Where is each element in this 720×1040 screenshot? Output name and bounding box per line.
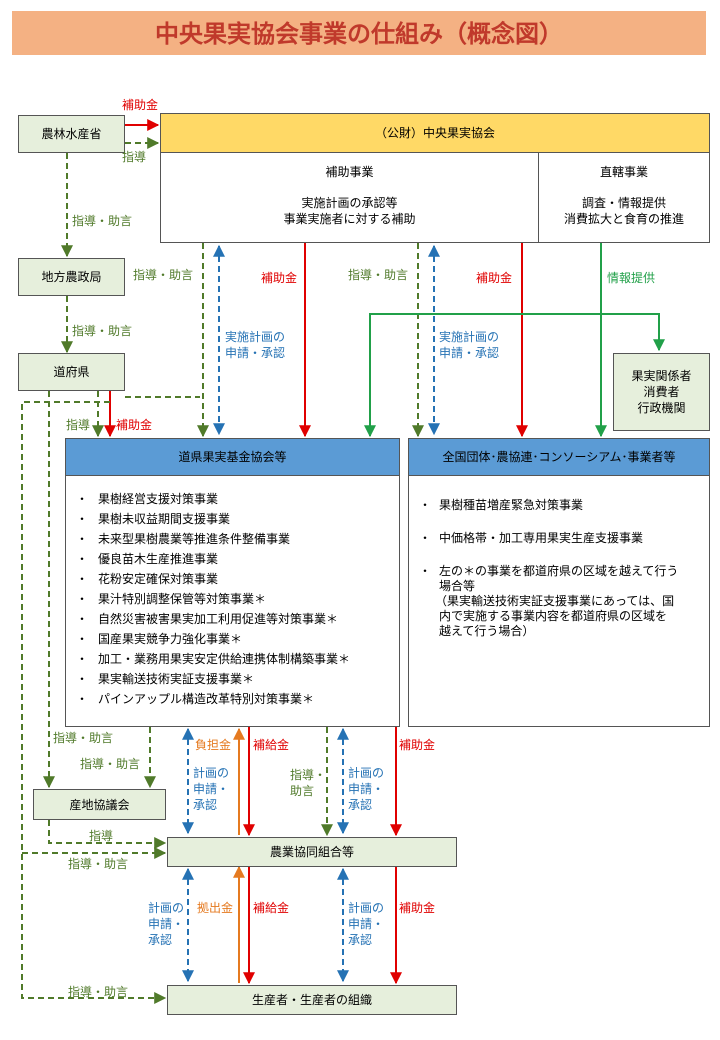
label-keikaku-upper-right-3: 承認: [348, 798, 373, 812]
label-keikaku-upper-left-3: 承認: [193, 798, 218, 812]
subsidy-section-line2: 事業実施者に対する補助: [283, 212, 416, 226]
subsidy-section-line1: 実施計画の承認等: [301, 196, 398, 210]
label-contribution: 拠出金: [197, 901, 234, 915]
label-subsidy-pref-fund: 補助金: [116, 418, 153, 432]
label-guidance-advice-central-left: 指導・助言: [133, 268, 194, 282]
pref-fund-item: 優良苗木生産推進事業: [74, 549, 350, 569]
label-keikaku-lower-left-2: 申請・: [148, 917, 185, 931]
label-guidance-advice-mid-2: 助言: [290, 784, 315, 798]
label-keikaku-upper-left-1: 計画の: [193, 766, 230, 780]
label-guidance-maff: 指導: [122, 150, 147, 164]
stakeholders-line3: 行政機関: [637, 401, 686, 415]
label-subsidy-lower-upper: 補助金: [399, 738, 436, 752]
label-guidance-advice-left-1: 指導・助言: [53, 731, 114, 745]
national-item-bullet-1: ・: [419, 498, 432, 512]
stakeholders-box: 果実関係者 消費者 行政機関: [613, 353, 710, 431]
label-keikaku-lower-left-3: 承認: [148, 933, 173, 947]
label-plan-left-2: 申請・承認: [225, 346, 286, 360]
label-plan-left-1: 実施計画の: [225, 330, 286, 344]
direct-section-line2: 消費拡大と食育の推進: [563, 212, 684, 226]
direct-section: 直轄事業 調査・情報提供 消費拡大と食育の推進: [538, 152, 710, 243]
stakeholders-line1: 果実関係者: [631, 369, 692, 383]
label-plan-right-2: 申請・承認: [439, 346, 500, 360]
label-guidance-advice-left-2: 指導・助言: [80, 757, 141, 771]
label-supply-upper: 補給金: [253, 738, 290, 752]
pref-fund-title: 道県果実基金協会等: [178, 450, 287, 464]
national-item-3-note3: 越えて行う場合）: [439, 624, 535, 638]
national-item-3-line1: 左の＊の事業を都道府県の区域を越えて行う: [439, 564, 679, 578]
national-item-bullet-3: ・: [419, 564, 432, 578]
label-keikaku-upper-left-2: 申請・: [193, 782, 230, 796]
direct-section-line1: 調査・情報提供: [581, 196, 666, 210]
pref-fund-item: パインアップル構造改革特別対策事業＊: [74, 689, 350, 709]
label-subsidy-maff: 補助金: [122, 98, 159, 112]
pref-fund-item: 未来型果樹農業等推進条件整備事業: [74, 529, 350, 549]
pref-fund-item: 国産果実競争力強化事業＊: [74, 629, 350, 649]
label-guidance-advice-producers: 指導・助言: [68, 985, 129, 999]
label-guidance-pref-fund: 指導: [66, 418, 91, 432]
central-title: （公財）中央果実協会: [374, 126, 495, 140]
pref-fund-header: 道県果実基金協会等: [65, 438, 400, 476]
coop-label: 農業協同組合等: [269, 845, 354, 859]
maff-box: 農林水産省: [18, 115, 125, 153]
pref-fund-item: 果樹経営支援対策事業: [74, 489, 350, 509]
pref-fund-item: 果実輸送技術実証支援事業＊: [74, 669, 350, 689]
page-title: 中央果実協会事業の仕組み（概念図）: [155, 20, 563, 48]
pref-fund-item: 果樹未収益期間支援事業: [74, 509, 350, 529]
stakeholders-line2: 消費者: [643, 385, 680, 399]
national-item-bullet-2: ・: [419, 531, 432, 545]
producers-box: 生産者・生産者の組織: [167, 985, 457, 1015]
label-supply-lower: 補給金: [253, 901, 290, 915]
national-item-1: 果樹種苗増産緊急対策事業: [439, 498, 584, 512]
label-burden: 負担金: [195, 738, 232, 752]
prefecture-box: 道府県: [18, 353, 125, 391]
label-keikaku-lower-left-1: 計画の: [148, 901, 185, 915]
central-header: （公財）中央果実協会: [160, 113, 710, 153]
label-keikaku-upper-right-2: 申請・: [348, 782, 385, 796]
title-banner: 中央果実協会事業の仕組み（概念図）: [12, 11, 706, 55]
national-item-3-note2: 内で実施する事業内容を都道府県の区域を: [439, 609, 668, 623]
producers-label: 生産者・生産者の組織: [251, 993, 372, 1007]
national-item-3-line2: 場合等: [439, 579, 476, 593]
national-title: 全国団体･農協連･コンソーシアム･事業者等: [442, 450, 676, 464]
prefecture-label: 道府県: [53, 365, 90, 379]
label-guidance-advice-mid-1: 指導・: [290, 768, 327, 782]
label-keikaku-upper-right-1: 計画の: [348, 766, 385, 780]
pref-fund-item: 果汁特別調整保管等対策事業＊: [74, 589, 350, 609]
maff-label: 農林水産省: [41, 127, 102, 141]
label-subsidy-central-left: 補助金: [261, 271, 298, 285]
pref-fund-item: 自然災害被害果実加工利用促進等対策事業＊: [74, 609, 350, 629]
pref-fund-body: 果樹経営支援対策事業果樹未収益期間支援事業未来型果樹農業等推進条件整備事業優良苗…: [65, 475, 400, 727]
coop-box: 農業協同組合等: [167, 837, 457, 867]
label-subsidy-lower: 補助金: [399, 901, 436, 915]
label-guidance-advice-pref: 指導・助言: [72, 324, 133, 338]
label-guidance-council: 指導: [89, 829, 114, 843]
label-guidance-advice-central-right: 指導・助言: [348, 268, 409, 282]
label-keikaku-lower-right-2: 申請・: [348, 917, 385, 931]
regional-bureau-label: 地方農政局: [41, 270, 102, 284]
label-guidance-advice-regional: 指導・助言: [72, 214, 133, 228]
national-item-3-note1: （果実輸送技術実証支援事業にあっては、国: [435, 594, 675, 608]
subsidy-section: 補助事業 実施計画の承認等 事業実施者に対する補助: [160, 152, 539, 243]
national-body: ・ 果樹種苗増産緊急対策事業 ・ 中価格帯・加工専用果実生産支援事業 ・ 左の＊…: [408, 475, 710, 727]
pref-fund-item: 加工・業務用果実安定供給連携体制構築事業＊: [74, 649, 350, 669]
label-keikaku-lower-right-1: 計画の: [348, 901, 385, 915]
national-item-2: 中価格帯・加工専用果実生産支援事業: [439, 531, 644, 545]
pref-fund-list: 果樹経営支援対策事業果樹未収益期間支援事業未来型果樹農業等推進条件整備事業優良苗…: [74, 489, 350, 709]
pref-fund-item: 花粉安定確保対策事業: [74, 569, 350, 589]
subsidy-section-title: 補助事業: [325, 165, 374, 179]
direct-section-title: 直轄事業: [599, 165, 648, 179]
label-info-provision: 情報提供: [607, 271, 656, 285]
label-subsidy-central-right: 補助金: [476, 271, 513, 285]
label-plan-right-1: 実施計画の: [439, 330, 500, 344]
local-council-box: 産地協議会: [33, 789, 166, 820]
regional-bureau-box: 地方農政局: [18, 258, 125, 296]
label-keikaku-lower-right-3: 承認: [348, 933, 373, 947]
label-guidance-advice-coop: 指導・助言: [68, 857, 129, 871]
national-header: 全国団体･農協連･コンソーシアム･事業者等: [408, 438, 710, 476]
local-council-label: 産地協議会: [69, 798, 130, 812]
